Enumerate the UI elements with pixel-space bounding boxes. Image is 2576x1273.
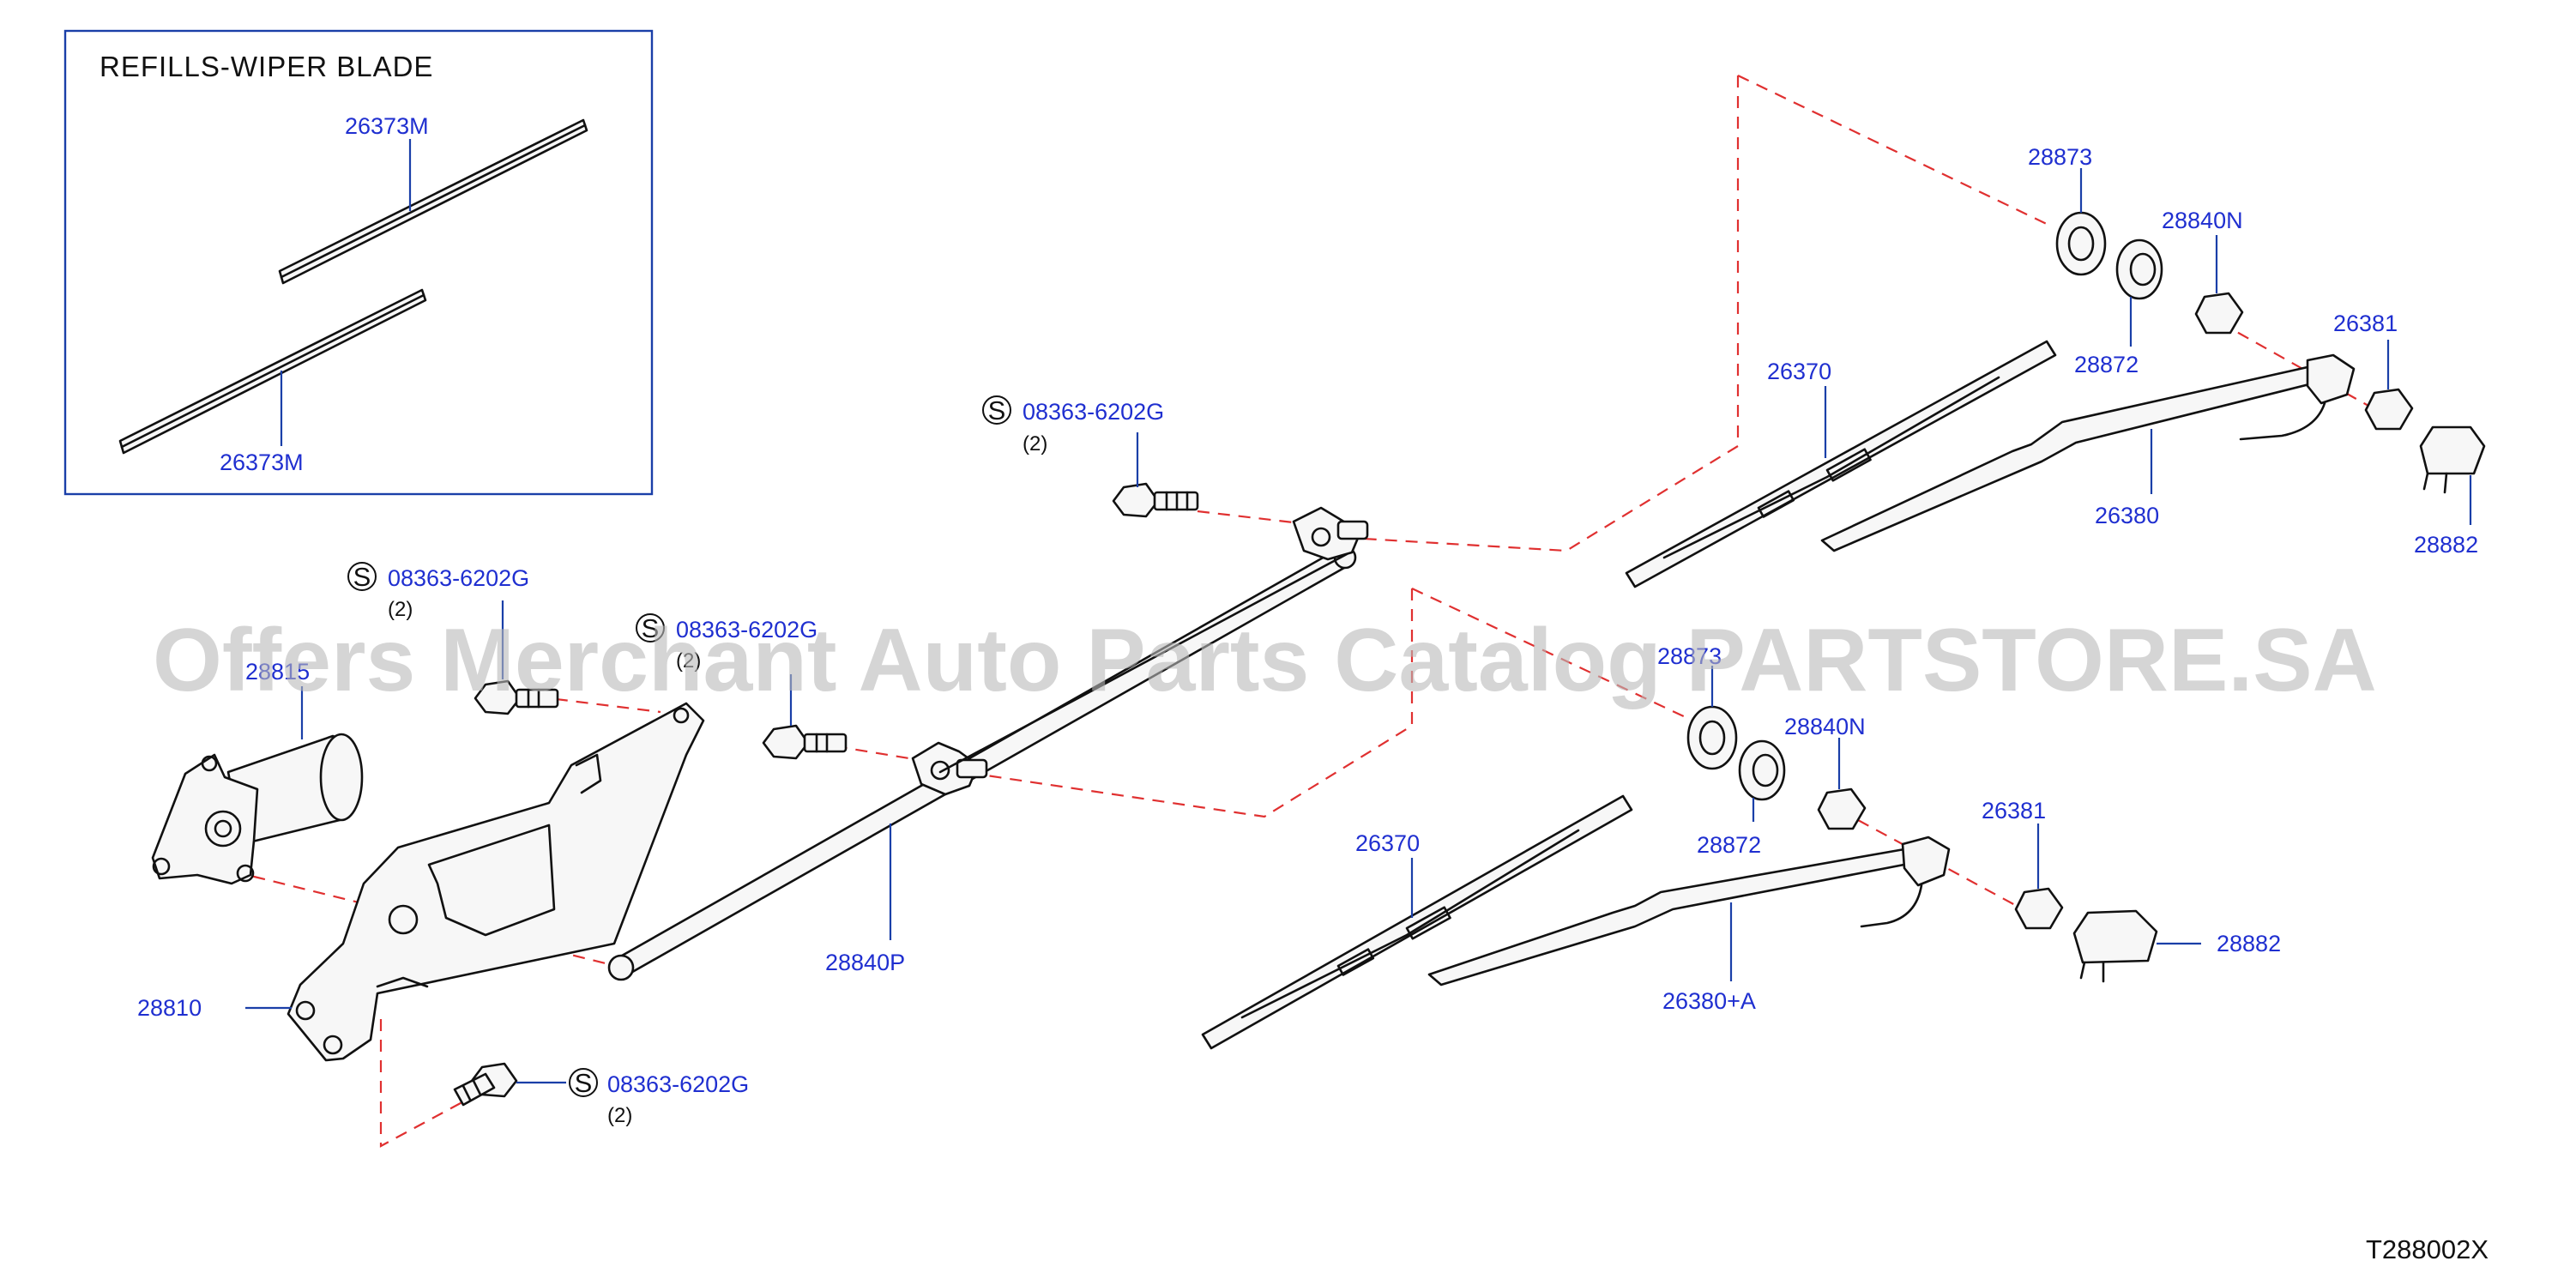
label-arm-bottom[interactable]: 26380+A (1662, 988, 1756, 1014)
assembly-dashed-lines (232, 75, 2377, 1148)
label-blade-bottom[interactable]: 26370 (1355, 830, 1420, 856)
svg-text:S: S (988, 395, 1006, 425)
cap-bottom[interactable] (2072, 909, 2158, 983)
refill-strip-upper[interactable] (278, 118, 588, 285)
label-cap-bottom[interactable]: 28882 (2217, 931, 2281, 956)
label-armnut-top[interactable]: 26381 (2333, 311, 2398, 336)
inset-frame (63, 29, 654, 496)
bushing-bottom[interactable] (1738, 739, 1786, 801)
bolt-callout-2[interactable]: S 08363-6202G (2) (347, 562, 529, 621)
arm-nut-top[interactable] (2364, 388, 2414, 431)
arm-nut-bottom[interactable] (2014, 887, 2064, 930)
svg-text:08363-6202G: 08363-6202G (388, 565, 529, 591)
label-nut-top[interactable]: 28840N (2162, 208, 2243, 233)
arm-bottom[interactable] (1427, 836, 1951, 986)
svg-text:(2): (2) (676, 649, 701, 673)
bolt-1[interactable] (1112, 482, 1199, 518)
service-symbol-2 (347, 562, 377, 591)
blade-top[interactable] (1625, 340, 2057, 588)
bolt-callout-1[interactable]: S 08363-6202G (2) (982, 395, 1164, 456)
refills-inset: REFILLS-WIPER BLADE 26373M 26373M (63, 29, 654, 496)
label-cap-top[interactable]: 28882 (2414, 532, 2478, 558)
label-washer-bottom[interactable]: 28873 (1657, 643, 1722, 669)
svg-text:S: S (575, 1068, 593, 1098)
bolt-2[interactable] (474, 679, 559, 715)
pivot-upper[interactable] (1292, 506, 1369, 561)
svg-text:(2): (2) (388, 598, 413, 621)
arm-top[interactable] (1820, 353, 2356, 552)
motor-bracket[interactable] (287, 702, 705, 1062)
service-symbol-3 (636, 613, 665, 643)
label-refill-lower[interactable]: 26373M (220, 449, 304, 475)
svg-text:08363-6202G: 08363-6202G (676, 617, 817, 643)
washer-bottom[interactable] (1686, 705, 1738, 770)
inset-title: REFILLS-WIPER BLADE (100, 51, 433, 82)
label-arm-top[interactable]: 26380 (2095, 503, 2159, 528)
svg-text:S: S (353, 562, 371, 592)
label-refill-upper[interactable]: 26373M (345, 113, 429, 139)
bolt-3[interactable] (762, 724, 848, 760)
label-bushing-top[interactable]: 28872 (2074, 352, 2139, 377)
nut-bottom[interactable] (1817, 787, 1867, 830)
label-motor[interactable]: 28815 (245, 659, 310, 685)
bolt-4[interactable] (453, 1062, 518, 1107)
label-armnut-bottom[interactable]: 26381 (1982, 798, 2046, 824)
svg-text:S: S (642, 613, 660, 643)
washer-top[interactable] (2055, 211, 2107, 276)
service-symbol-4 (569, 1068, 598, 1097)
service-symbol-1 (982, 395, 1011, 425)
diagram-code: T288002X (2366, 1234, 2489, 1264)
label-washer-top[interactable]: 28873 (2028, 144, 2092, 170)
refill-strip-lower[interactable] (118, 288, 427, 455)
bolt-callout-3[interactable]: S 08363-6202G (2) (636, 613, 817, 673)
svg-text:(2): (2) (1023, 432, 1047, 456)
svg-text:(2): (2) (607, 1104, 632, 1127)
svg-text:08363-6202G: 08363-6202G (607, 1071, 749, 1097)
watermark: Offers Merchant Auto Parts Catalog PARTS… (153, 611, 2377, 710)
cap-top[interactable] (2419, 425, 2486, 494)
svg-text:08363-6202G: 08363-6202G (1023, 399, 1164, 425)
label-blade-top[interactable]: 26370 (1767, 359, 1831, 384)
bolt-callout-4[interactable]: S 08363-6202G (2) (569, 1068, 749, 1127)
nut-top[interactable] (2194, 292, 2244, 335)
label-nut-bottom[interactable]: 28840N (1784, 714, 1866, 739)
linkage-rod[interactable] (607, 506, 1369, 981)
blade-bottom[interactable] (1201, 794, 1633, 1050)
label-bushing-bottom[interactable]: 28872 (1697, 832, 1761, 858)
wiper-motor[interactable] (151, 733, 364, 885)
label-link[interactable]: 28840P (825, 950, 905, 975)
label-bracket[interactable]: 28810 (137, 995, 202, 1021)
bushing-top[interactable] (2115, 238, 2163, 300)
